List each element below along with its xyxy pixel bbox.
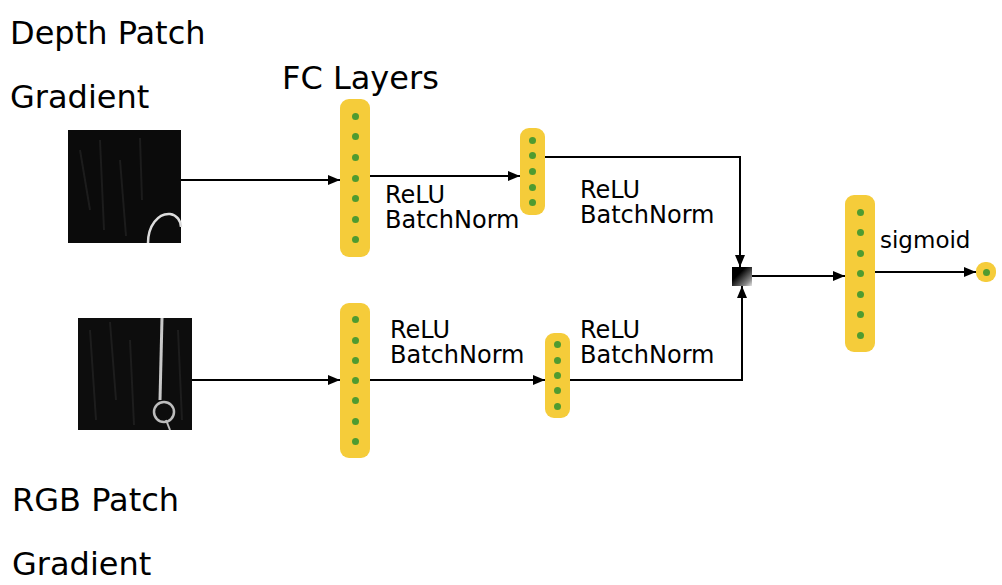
neuron-dot [529, 184, 536, 191]
edge-label: ReLU BatchNorm [385, 183, 535, 233]
connector-arrow [370, 175, 520, 177]
connector-arrow [192, 379, 340, 381]
neuron-dot [857, 270, 864, 277]
patch-texture [80, 138, 142, 236]
neuron-dot [554, 357, 561, 364]
neuron-dot [529, 199, 536, 206]
connector-arrow [181, 179, 340, 181]
edge-label: ReLU BatchNorm [390, 318, 540, 368]
neuron-dot [352, 154, 359, 161]
depth-patch-image [68, 130, 181, 243]
neuron-dot [352, 216, 359, 223]
rgb-edge-circle [154, 402, 174, 422]
connector-group [181, 157, 976, 380]
depth-edge-curve [148, 214, 181, 243]
fc-layer [845, 195, 875, 352]
rgb-patch-image [78, 318, 192, 430]
fc-layer [340, 303, 370, 458]
neuron-dot [352, 337, 359, 344]
fc-layer [545, 333, 570, 418]
connector-arrow [570, 286, 742, 380]
neuron-dot [352, 316, 359, 323]
neuron-dot [857, 209, 864, 216]
patch-background [78, 318, 192, 430]
neuron-dot [983, 269, 990, 276]
neuron-dot [352, 438, 359, 445]
edge-label: ReLU BatchNorm [580, 318, 730, 368]
neuron-dot [352, 236, 359, 243]
node-heading: Depth Patch Gradient [10, 1, 240, 129]
neuron-dot [857, 332, 864, 339]
neuron-dot [857, 250, 864, 257]
neuron-dot [529, 168, 536, 175]
connector-arrow [752, 275, 845, 277]
connector-arrow [545, 157, 740, 267]
edge-label: ReLU BatchNorm [580, 178, 730, 228]
image-patch: RGB Patch Gradient [78, 318, 192, 430]
neuron-dot [554, 372, 561, 379]
rgb-edge-tail [166, 420, 170, 430]
edge-label: sigmoid [880, 228, 980, 253]
neuron-dot [529, 152, 536, 159]
rgb-edge-line [160, 318, 162, 400]
neuron-dot [857, 311, 864, 318]
neuron-dot [352, 175, 359, 182]
neuron-dot [352, 113, 359, 120]
neuron-dot [352, 397, 359, 404]
neuron-dot [857, 229, 864, 236]
image-patch: Depth Patch Gradient [68, 130, 181, 243]
fc-layer [976, 262, 996, 282]
neuron-dot [352, 195, 359, 202]
neuron-dot [554, 387, 561, 394]
neuron-dot [352, 357, 359, 364]
neuron-dot [857, 291, 864, 298]
merge-block [732, 267, 752, 286]
neuron-dot [352, 133, 359, 140]
connector-arrow [370, 379, 545, 381]
fc-layer [520, 128, 545, 215]
neuron-dot [554, 403, 561, 410]
patch-texture [90, 322, 182, 425]
node-heading: FC Layers [282, 58, 452, 98]
fc-layer: FC Layers [340, 99, 370, 257]
patch-background [68, 130, 181, 243]
neuron-dot [529, 137, 536, 144]
neuron-dot [554, 341, 561, 348]
neuron-dot [352, 418, 359, 425]
connector-arrow [875, 271, 976, 273]
neuron-dot [352, 377, 359, 384]
node-heading: RGB Patch Gradient [12, 468, 242, 585]
